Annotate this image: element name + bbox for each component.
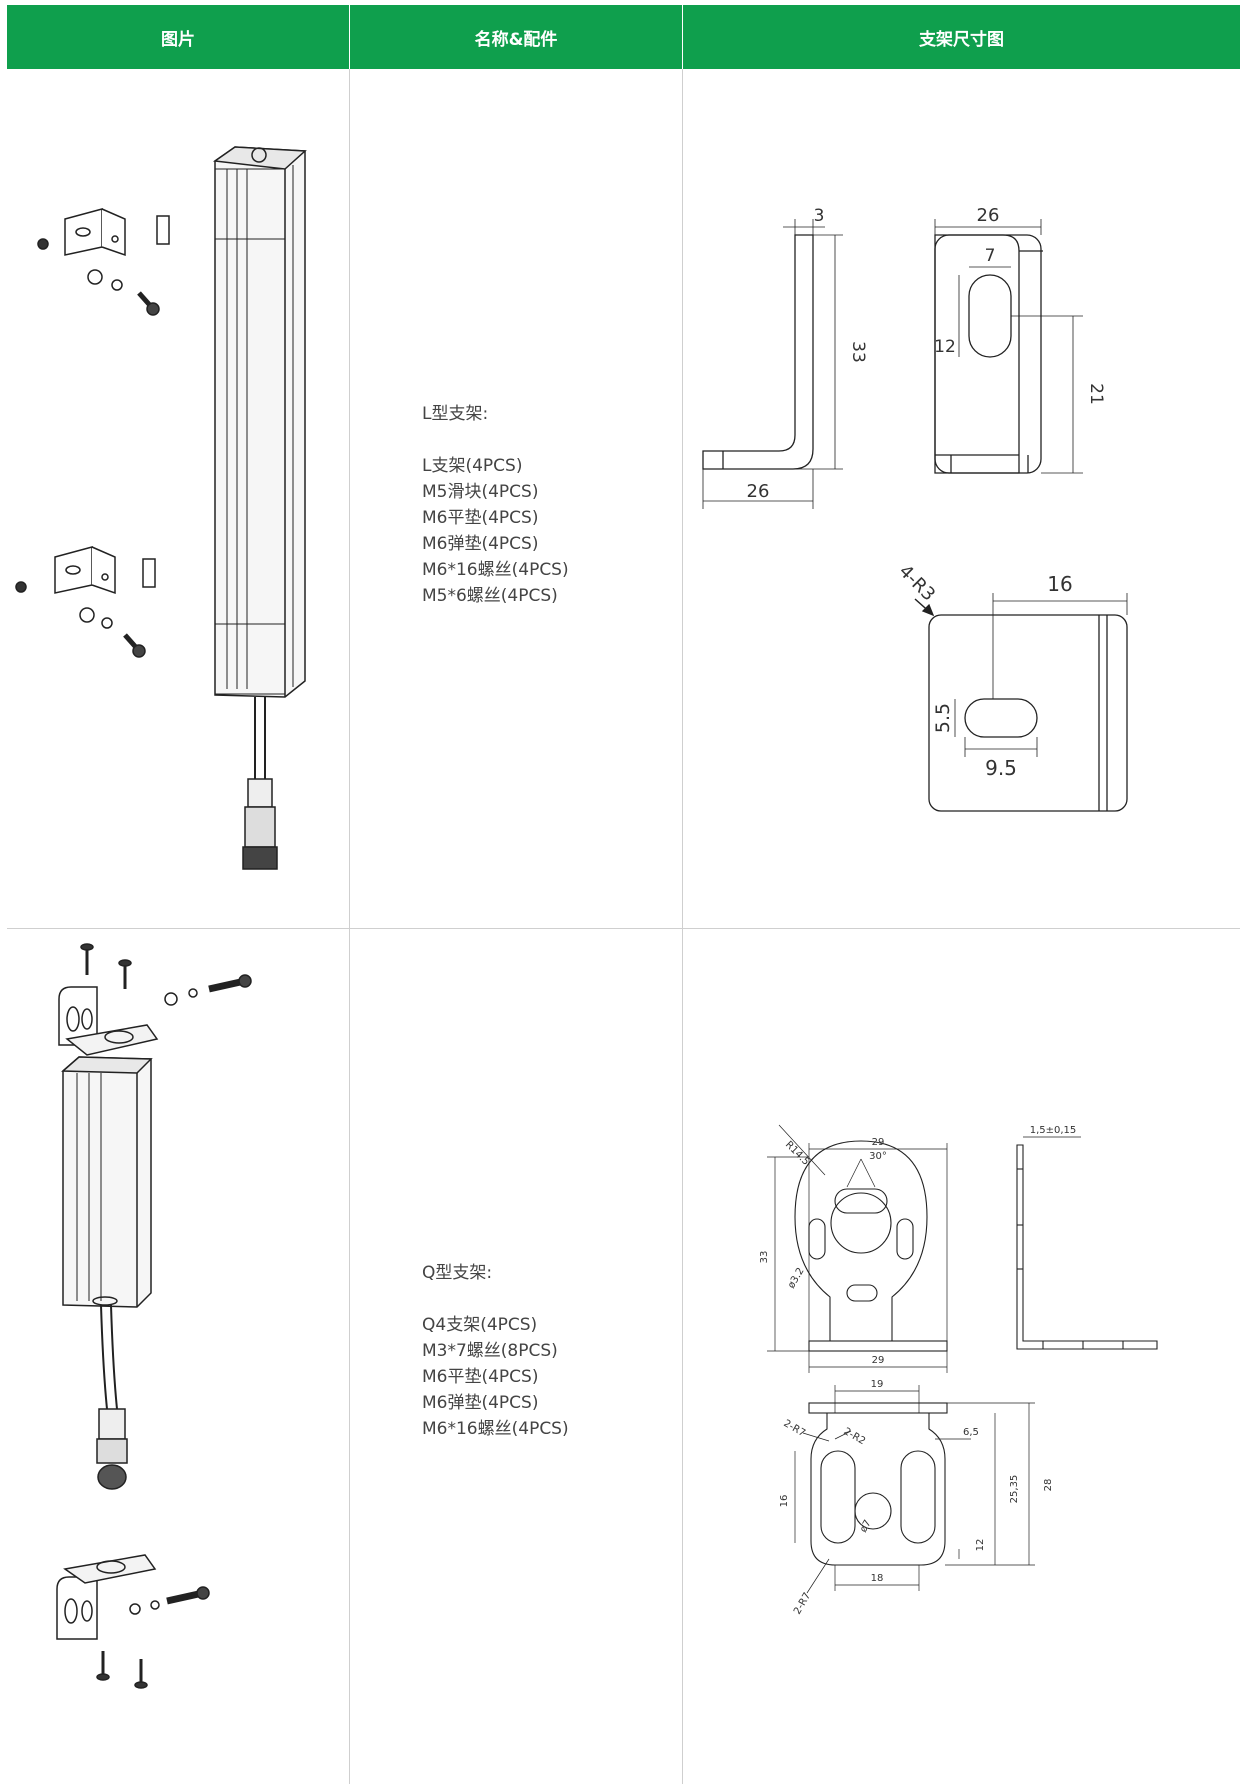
dim-7: 7 [985, 246, 996, 266]
grid-line [682, 69, 683, 1784]
dim-12: 12 [975, 1539, 986, 1552]
accessory-item: M6弹垫(4PCS) [422, 534, 539, 554]
dim-19: 19 [871, 1379, 884, 1390]
accessory-item: Q4支架(4PCS) [422, 1315, 538, 1335]
dim-5-5: 5.5 [932, 703, 954, 733]
dim-16: 16 [779, 1495, 790, 1508]
dim-angle-30: 30° [869, 1151, 887, 1162]
grid-line [7, 928, 1240, 929]
accessory-item: L支架(4PCS) [422, 456, 523, 476]
dim-29-bottom: 29 [872, 1355, 885, 1366]
accessory-item: M6平垫(4PCS) [422, 508, 539, 528]
header-dimension-drawing: 支架尺寸图 [683, 5, 1240, 69]
dim-thickness: 1,5±0,15 [1030, 1125, 1077, 1136]
q-bracket-title: Q型支架: [422, 1263, 493, 1283]
header-name-accessories: 名称&配件 [350, 5, 682, 69]
dim-r14-5: R14.5 [783, 1139, 811, 1167]
q-bracket-product-image [7, 929, 349, 1784]
spec-table: 图片 名称&配件 支架尺寸图 [7, 5, 1240, 1784]
dim-phi-3-2: ø3.2 [786, 1266, 807, 1291]
accessory-item: M6弹垫(4PCS) [422, 1393, 539, 1413]
dim-2-r7-bottom: 2-R7 [792, 1591, 813, 1617]
accessory-item: M6*16螺丝(4PCS) [422, 1419, 569, 1439]
dim-26-side: 26 [747, 481, 770, 502]
dim-26-front: 26 [977, 205, 1000, 226]
dim-18: 18 [871, 1573, 884, 1584]
accessory-item: M6平垫(4PCS) [422, 1367, 539, 1387]
accessory-item: M5*6螺丝(4PCS) [422, 586, 558, 606]
dim-3: 3 [814, 206, 825, 226]
dim-28: 28 [1043, 1479, 1054, 1492]
l-bracket-title: L型支架: [422, 404, 489, 424]
dim-2-r7-top: 2-R7 [782, 1418, 808, 1439]
dim-12: 12 [934, 337, 956, 357]
q-bracket-description: Q型支架: Q4支架(4PCS) M3*7螺丝(8PCS) M6平垫(4PCS)… [422, 1260, 569, 1442]
dim-33: 33 [759, 1251, 770, 1264]
dim-4-r3: 4-R3 [895, 561, 939, 605]
grid-line [349, 69, 350, 1784]
q-bracket-dimension-drawing: R14.5 29 30° 33 ø3.2 29 1,5±0,15 19 2-R7… [683, 929, 1240, 1784]
header-picture: 图片 [7, 5, 349, 69]
accessory-item: M6*16螺丝(4PCS) [422, 560, 569, 580]
l-bracket-product-image [7, 69, 349, 928]
dim-9-5: 9.5 [985, 756, 1017, 780]
dim-21: 21 [1086, 383, 1106, 405]
dim-2-r2: 2-R2 [842, 1426, 868, 1447]
dim-29-top: 29 [872, 1137, 885, 1148]
l-bracket-dimension-drawing: 3 33 26 26 7 12 21 4-R3 16 5.5 9.5 [683, 69, 1240, 928]
dim-phi-7: ø7 [858, 1518, 874, 1534]
dim-16: 16 [1047, 572, 1072, 596]
accessory-item: M5滑块(4PCS) [422, 482, 539, 502]
dim-6-5: 6,5 [963, 1427, 979, 1438]
l-bracket-description: L型支架: L支架(4PCS) M5滑块(4PCS) M6平垫(4PCS) M6… [422, 401, 569, 609]
dim-25-35: 25,35 [1009, 1475, 1020, 1504]
dim-33: 33 [848, 341, 868, 363]
accessory-item: M3*7螺丝(8PCS) [422, 1341, 558, 1361]
